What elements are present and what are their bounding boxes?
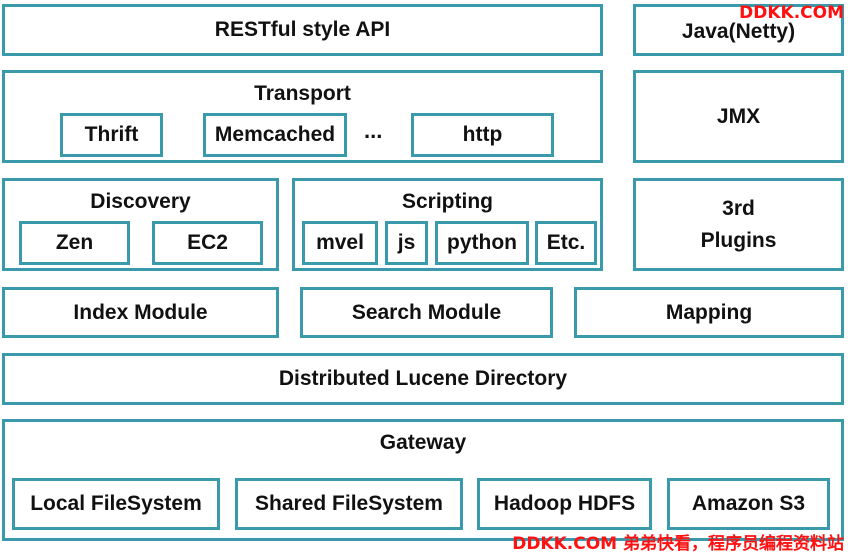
gateway-item-amazon-s3: Amazon S3 bbox=[667, 478, 830, 530]
transport-layer: Transport Thrift Memcached ... http bbox=[2, 70, 603, 163]
scripting-layer: Scripting mvel js python Etc. bbox=[292, 178, 603, 271]
discovery-item-zen: Zen bbox=[19, 221, 130, 265]
gateway-layer: Gateway Local FileSystem Shared FileSyst… bbox=[2, 419, 844, 541]
transport-title: Transport bbox=[254, 82, 351, 105]
transport-item-http: http bbox=[411, 113, 554, 157]
transport-ellipsis: ... bbox=[364, 118, 383, 143]
mapping-label: Mapping bbox=[665, 300, 753, 324]
jmx-layer: JMX bbox=[633, 70, 844, 163]
scripting-item-python: python bbox=[435, 221, 529, 265]
mapping-layer: Mapping bbox=[574, 287, 844, 338]
watermark-bottom: DDKK.COM 弟弟快看，程序员编程资料站 bbox=[512, 534, 844, 554]
discovery-item-ec2: EC2 bbox=[152, 221, 263, 265]
index-module-layer: Index Module bbox=[2, 287, 279, 338]
index-module-label: Index Module bbox=[73, 300, 208, 324]
jmx-label: JMX bbox=[716, 104, 761, 128]
restful-api-layer: RESTful style API bbox=[2, 4, 603, 56]
plugins-label-line2: Plugins bbox=[700, 228, 777, 252]
java-netty-layer: Java(Netty) bbox=[633, 4, 844, 56]
transport-item-thrift: Thrift bbox=[60, 113, 163, 157]
discovery-title: Discovery bbox=[90, 190, 191, 213]
gateway-title: Gateway bbox=[379, 431, 467, 454]
gateway-item-shared-fs: Shared FileSystem bbox=[235, 478, 463, 530]
gateway-item-local-fs: Local FileSystem bbox=[12, 478, 220, 530]
scripting-item-js: js bbox=[385, 221, 428, 265]
search-module-layer: Search Module bbox=[300, 287, 553, 338]
scripting-title: Scripting bbox=[401, 190, 493, 213]
restful-api-label: RESTful style API bbox=[214, 18, 391, 41]
search-module-label: Search Module bbox=[351, 300, 502, 324]
transport-item-memcached: Memcached bbox=[203, 113, 347, 157]
scripting-item-mvel: mvel bbox=[302, 221, 378, 265]
plugins-label-line1: 3rd bbox=[722, 196, 755, 220]
java-netty-label: Java(Netty) bbox=[681, 20, 796, 43]
discovery-layer: Discovery Zen EC2 bbox=[2, 178, 279, 271]
plugins-layer: 3rd Plugins bbox=[633, 178, 844, 271]
scripting-item-etc: Etc. bbox=[535, 221, 597, 265]
lucene-directory-label: Distributed Lucene Directory bbox=[278, 367, 568, 390]
gateway-item-hadoop-hdfs: Hadoop HDFS bbox=[477, 478, 652, 530]
lucene-directory-layer: Distributed Lucene Directory bbox=[2, 353, 844, 405]
watermark-top: DDKK.COM bbox=[739, 3, 844, 23]
